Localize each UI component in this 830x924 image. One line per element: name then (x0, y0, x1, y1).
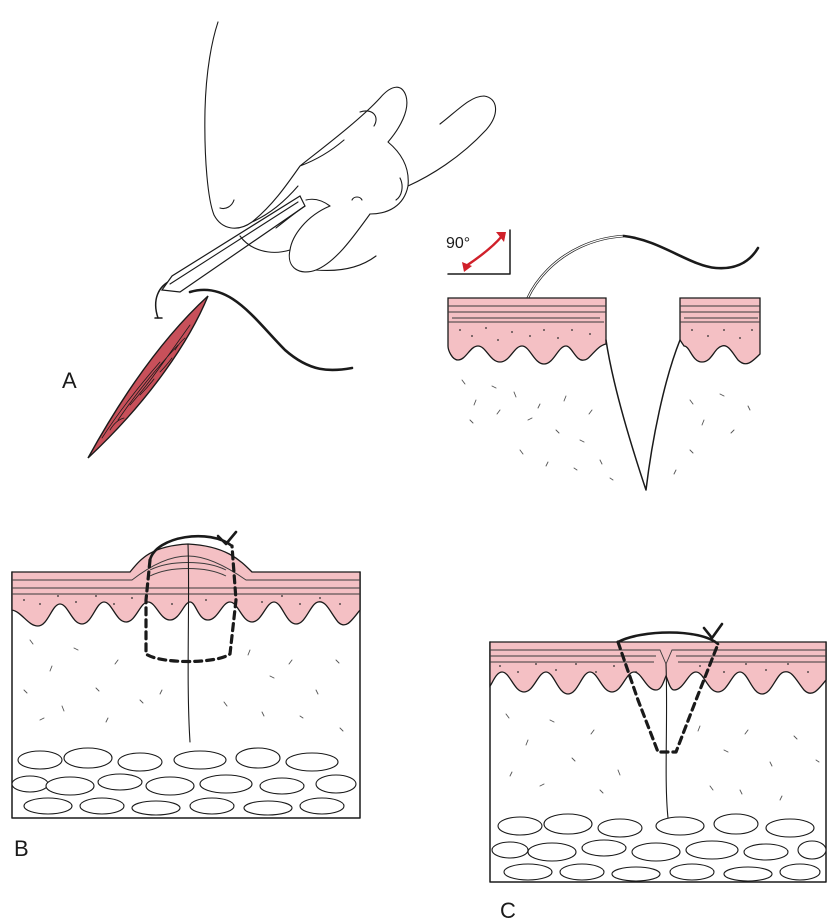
suture-thread-entry (624, 236, 758, 268)
wound-gap (606, 340, 680, 490)
suture-thread-a (190, 290, 352, 370)
fat-lobules-b (12, 748, 356, 815)
panel-c-label: C (500, 898, 516, 923)
panel-b-illustration (12, 532, 360, 818)
subcutaneous-specks-b (24, 640, 343, 731)
subcutaneous-specks-top (462, 380, 750, 480)
panel-b-label: B (14, 836, 29, 861)
needle-driver (162, 196, 305, 292)
panel-c-illustration (490, 624, 826, 882)
panel-a-illustration (88, 22, 496, 458)
subcutaneous-specks-c (506, 714, 819, 800)
angle-label: 90° (446, 235, 470, 252)
fat-lobules-c (492, 814, 826, 881)
skin-block-left (448, 298, 606, 364)
needle-entry-illustration: 90° (446, 230, 760, 490)
suture-knot-c (618, 624, 722, 644)
wound-ellipse (88, 296, 208, 458)
panel-a-label: A (62, 368, 77, 393)
